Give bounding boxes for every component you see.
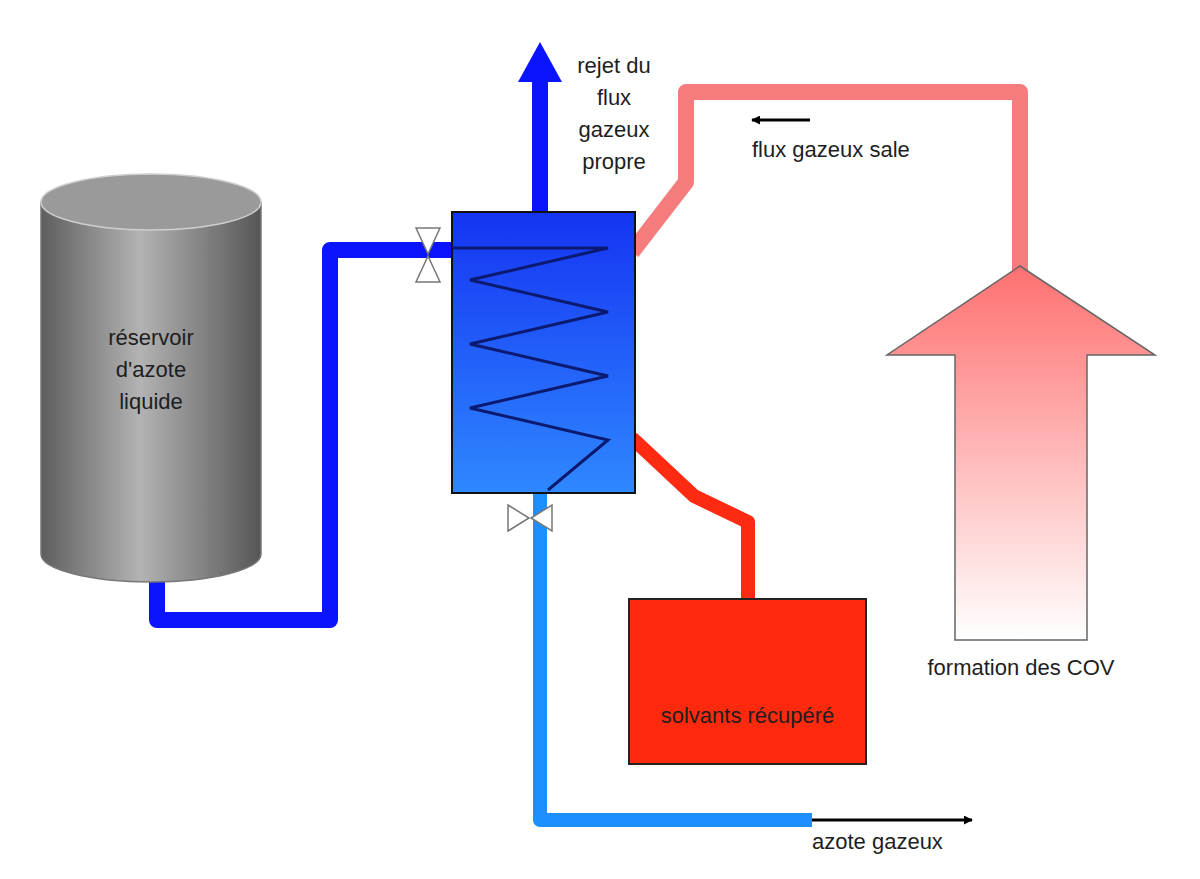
arrow-shape xyxy=(885,262,1157,687)
solvent-pipe xyxy=(632,438,748,600)
nitrogen-tank: réservoir d'azote liquide xyxy=(40,172,262,584)
label-holder: flux gazeux sale xyxy=(752,134,910,166)
dirty-gas-pipe xyxy=(632,92,1020,275)
label-holder: rejet du flux gazeux propre xyxy=(566,50,662,178)
outlet-arrow xyxy=(812,819,972,822)
tank-body xyxy=(41,202,261,582)
coil-winding xyxy=(452,248,608,490)
clean-gas-arrowhead xyxy=(518,42,562,82)
label-holder: azote gazeux xyxy=(812,826,943,858)
big-arrow xyxy=(887,266,1155,640)
voc-source-arrow: formation des COV xyxy=(885,262,1157,687)
inlet-valve xyxy=(416,228,440,282)
node-label: réservoir d'azote liquide xyxy=(86,322,216,418)
exhaust-label: rejet du flux gazeux propre xyxy=(566,50,662,178)
node-label: formation des COV xyxy=(927,652,1114,684)
outlet-label: azote gazeux xyxy=(812,826,943,858)
flow-direction-arrow xyxy=(752,119,810,122)
solvent-tank: solvants récupéré xyxy=(628,598,867,765)
clean-gas-pipe xyxy=(532,78,548,214)
condenser-vessel xyxy=(452,212,635,493)
node-label: solvants récupéré xyxy=(661,700,835,732)
outlet-valve xyxy=(508,505,552,531)
cooling-coil xyxy=(452,248,608,490)
flow-label: flux gazeux sale xyxy=(752,134,910,166)
tank-lid xyxy=(41,174,261,230)
